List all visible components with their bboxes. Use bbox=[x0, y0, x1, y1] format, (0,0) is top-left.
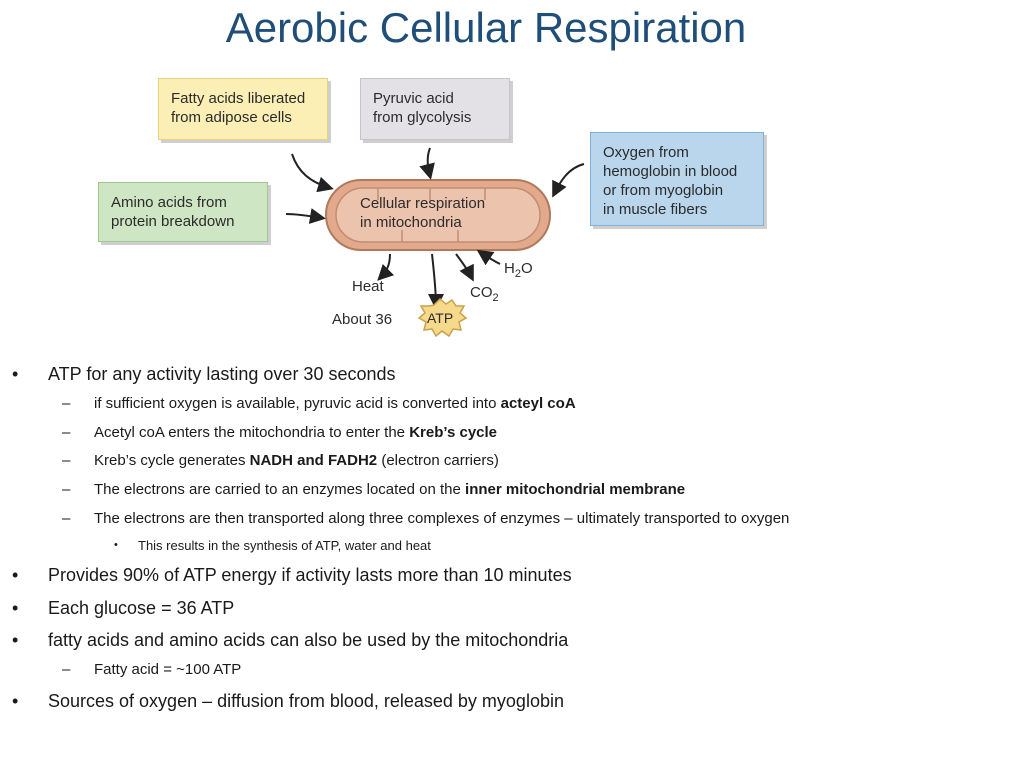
dash-marker: – bbox=[62, 661, 71, 678]
dash-marker: – bbox=[62, 481, 71, 498]
sub-bullet-text: (electron carriers) bbox=[377, 452, 499, 469]
sub-bullet-1-3: Kreb’s cycle generates NADH and FADH2 (e… bbox=[94, 452, 499, 469]
pyruvic-acid-line: from glycolysis bbox=[373, 109, 472, 126]
bullet-4: fatty acids and amino acids can also be … bbox=[48, 630, 569, 650]
sub-bullet-text: Acetyl coA enters the mitochondria to en… bbox=[94, 424, 410, 441]
oxygen-line: or from myoglobin bbox=[603, 182, 724, 199]
about-36-label: About 36 bbox=[332, 311, 393, 328]
bullet-marker: • bbox=[12, 691, 19, 711]
diagram-graphics bbox=[285, 147, 585, 338]
oxygen-line: in muscle fibers bbox=[603, 201, 708, 218]
sub-bullet-1-5: The electrons are then transported along… bbox=[94, 510, 790, 527]
co2-main: CO bbox=[470, 284, 493, 301]
co2-label: CO2 bbox=[470, 284, 499, 304]
arrow-atp bbox=[427, 253, 444, 310]
bullet-1: ATP for any activity lasting over 30 sec… bbox=[48, 364, 396, 384]
mitochondria-label: Cellular respiration in mitochondria bbox=[360, 194, 530, 232]
arrow-oxygen bbox=[552, 163, 585, 198]
dash-marker: – bbox=[62, 510, 71, 527]
oxygen-line: hemoglobin in blood bbox=[603, 163, 738, 180]
sub-bullet-bold: NADH and FADH2 bbox=[249, 452, 378, 469]
fatty-acids-line: Fatty acids liberated bbox=[171, 90, 306, 107]
mitochondria-line: Cellular respiration bbox=[360, 195, 486, 212]
small-bullet-marker: • bbox=[114, 539, 118, 551]
bullet-3: Each glucose = 36 ATP bbox=[48, 598, 235, 618]
heat-label: Heat bbox=[352, 278, 384, 295]
sub-bullet-text: if sufficient oxygen is available, pyruv… bbox=[94, 395, 501, 412]
sub-bullet-bold: acteyl coA bbox=[500, 395, 576, 412]
atp-burst bbox=[417, 297, 468, 338]
h2o-h: H bbox=[504, 260, 515, 277]
fatty-acids-line: from adipose cells bbox=[171, 109, 292, 126]
page-title: Aerobic Cellular Respiration bbox=[225, 4, 747, 51]
mitochondria-line: in mitochondria bbox=[360, 214, 462, 231]
pyruvic-acid-box: Pyruvic acid from glycolysis bbox=[360, 78, 510, 140]
arrow-h2o bbox=[476, 249, 501, 266]
h2o-subscript: 2 bbox=[514, 268, 521, 280]
co2-subscript: 2 bbox=[492, 292, 499, 304]
bullet-marker: • bbox=[12, 364, 19, 384]
sub-bullet-1-2: Acetyl coA enters the mitochondria to en… bbox=[94, 424, 497, 441]
bullet-marker: • bbox=[12, 565, 19, 585]
dash-marker: – bbox=[62, 424, 71, 441]
bullet-marker: • bbox=[12, 598, 19, 618]
oxygen-line: Oxygen from bbox=[603, 144, 689, 161]
mitochondrion-inner bbox=[335, 187, 541, 243]
pyruvic-acid-line: Pyruvic acid bbox=[373, 90, 454, 107]
arrow-heat bbox=[377, 253, 395, 281]
sub-bullet-4-1: Fatty acid = ~100 ATP bbox=[94, 661, 242, 678]
amino-acids-line: Amino acids from bbox=[111, 194, 227, 211]
dash-marker: – bbox=[62, 452, 71, 469]
arrow-pyruvic bbox=[419, 147, 435, 180]
bullet-5: Sources of oxygen – diffusion from blood… bbox=[48, 691, 564, 711]
h2o-o: O bbox=[520, 260, 533, 277]
oxygen-box: Oxygen from hemoglobin in blood or from … bbox=[590, 132, 764, 226]
dash-marker: – bbox=[62, 395, 71, 412]
bullet-marker: • bbox=[12, 630, 19, 650]
arrow-fatty bbox=[291, 153, 334, 193]
sub-bullet-text: Kreb’s cycle generates bbox=[94, 452, 250, 469]
fatty-acids-box: Fatty acids liberated from adipose cells bbox=[158, 78, 328, 140]
bullet-2: Provides 90% of ATP energy if activity l… bbox=[48, 565, 572, 585]
amino-acids-box: Amino acids from protein breakdown bbox=[98, 182, 268, 242]
sub-bullet-1-1: if sufficient oxygen is available, pyruv… bbox=[94, 395, 576, 412]
sub-bullet-bold: Kreb’s cycle bbox=[409, 424, 498, 441]
atp-label: ATP bbox=[427, 310, 454, 326]
arrow-co2 bbox=[455, 253, 474, 282]
sub-bullet-text: The electrons are carried to an enzymes … bbox=[94, 481, 466, 498]
sub-sub-bullet-1-5-1: This results in the synthesis of ATP, wa… bbox=[138, 538, 431, 553]
sub-bullet-bold: inner mitochondrial membrane bbox=[465, 481, 686, 498]
h2o-label: H2O bbox=[504, 260, 533, 280]
arrow-amino bbox=[285, 208, 326, 224]
sub-bullet-1-4: The electrons are carried to an enzymes … bbox=[94, 481, 685, 498]
amino-acids-line: protein breakdown bbox=[111, 213, 235, 230]
respiration-diagram: Fatty acids liberated from adipose cells… bbox=[90, 72, 800, 342]
